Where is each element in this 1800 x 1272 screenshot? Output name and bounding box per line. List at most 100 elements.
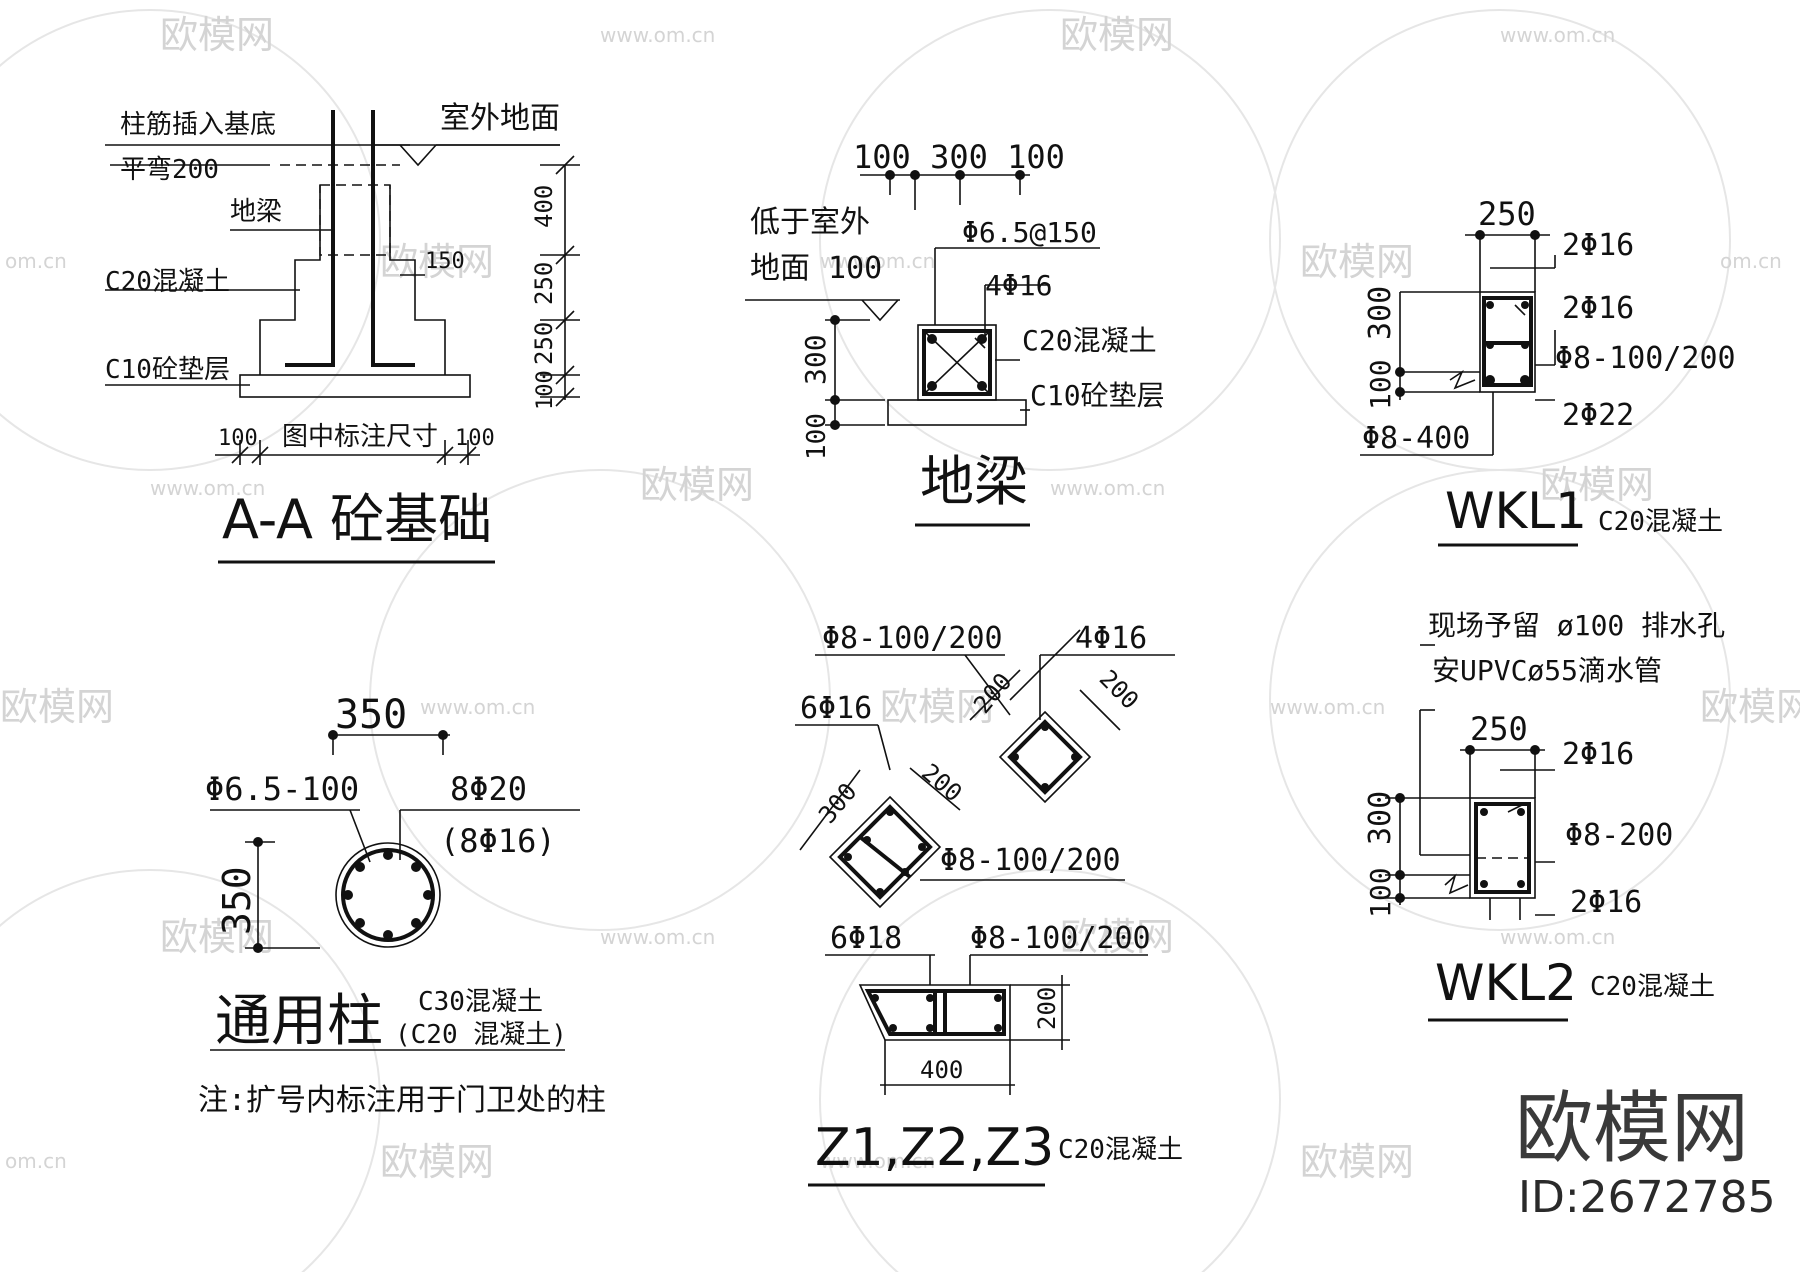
wkl1-stirrup: Φ8-100/200 xyxy=(1555,341,1736,376)
wkl1-bottom-rebar: 2Φ22 xyxy=(1562,398,1634,433)
watermark-url: www.om.cn xyxy=(820,249,935,273)
watermark-url: www.om.cn xyxy=(820,1149,935,1173)
watermark-brand: 欧模网 xyxy=(380,240,494,284)
ground-beam-dim-100: 100 xyxy=(802,413,832,460)
ground-beam-stirrup: Φ6.5@150 xyxy=(962,216,1097,249)
footing-outdoor-ground: 室外地面 xyxy=(440,101,560,136)
wkl2-stirrup: Φ8-200 xyxy=(1565,818,1673,853)
ground-beam-dim-300: 300 xyxy=(799,334,832,385)
footing-title: A-A 砼基础 xyxy=(222,488,492,551)
watermark-brand: 欧模网 xyxy=(1300,240,1414,284)
watermark-url: www.om.cn xyxy=(1270,695,1385,719)
wkl2-note-1: 现场予留 ø100 排水孔 xyxy=(1428,609,1725,642)
z-stirrup-b: Φ8-100/200 xyxy=(940,843,1121,878)
watermark-brand: 欧模网 xyxy=(1540,463,1654,507)
ground-beam-note-1: 低于室外 xyxy=(750,205,870,240)
watermark-url: www.om.cn xyxy=(1050,476,1165,500)
watermark-url: www.om.cn xyxy=(150,476,265,500)
wkl2-concrete: C20混凝土 xyxy=(1590,972,1715,1002)
footing-rebar-note-2: 平弯200 xyxy=(120,155,219,185)
watermark-brand: 欧模网 xyxy=(1060,915,1174,959)
z-stirrup-a: Φ8-100/200 xyxy=(822,621,1003,656)
z-dim-200d: 200 xyxy=(1033,987,1061,1030)
watermark-url: om.cn xyxy=(5,249,67,273)
z-stirrup-c: Φ8-100/200 xyxy=(970,921,1151,956)
watermark-url: www.om.cn xyxy=(1500,925,1615,949)
wkl1-top-rebar: 2Φ16 xyxy=(1562,228,1634,263)
column-stirrup: Φ6.5-100 xyxy=(205,770,359,808)
column-section xyxy=(210,730,580,1051)
ground-beam-concrete: C20混凝土 xyxy=(1022,324,1157,357)
wkl1-dim-width: 250 xyxy=(1478,195,1536,233)
ground-beam-dim-top: 100 300 100 xyxy=(853,138,1065,176)
footing-cushion-label: C10砼垫层 xyxy=(105,355,230,385)
wkl1-concrete: C20混凝土 xyxy=(1598,507,1723,537)
wkl2-dim-width: 250 xyxy=(1470,710,1528,748)
logo-brand: 欧模网 xyxy=(1515,1084,1749,1174)
watermark-url: www.om.cn xyxy=(420,695,535,719)
watermark-url: om.cn xyxy=(1720,249,1782,273)
watermark-url: www.om.cn xyxy=(600,23,715,47)
footing-dim-250a: 250 xyxy=(530,262,558,305)
watermark-url: www.om.cn xyxy=(1500,23,1615,47)
footing-beam-label: 地梁 xyxy=(230,197,282,227)
footing-dim-100-right: 100 xyxy=(455,426,495,451)
wkl1-title: WKL1 xyxy=(1445,482,1587,540)
z-rebar-b: 6Φ16 xyxy=(800,691,872,726)
footing-dim-100-left: 100 xyxy=(218,426,258,451)
ground-beam-title: 地梁 xyxy=(920,450,1028,513)
ground-beam-section xyxy=(745,170,1100,527)
wkl1-section xyxy=(1360,230,1578,547)
ground-beam-cushion: C10砼垫层 xyxy=(1030,379,1165,412)
column-concrete: C30混凝土 xyxy=(418,987,543,1017)
column-dim-height: 350 xyxy=(215,866,259,935)
watermark-brand: 欧模网 xyxy=(640,463,754,507)
z-columns-title: Z1,Z2,Z3 xyxy=(815,1118,1054,1178)
column-rebar: 8Φ20 xyxy=(450,770,527,808)
watermark-layer: 欧模网 www.om.cn 欧模网 www.om.cn om.cn 欧模网 ww… xyxy=(0,9,1800,1272)
wkl2-title: WKL2 xyxy=(1435,954,1577,1012)
column-rebar-alt: (8Φ16) xyxy=(440,822,556,860)
column-concrete-alt: (C20 混凝土) xyxy=(395,1020,567,1050)
watermark-brand: 欧模网 xyxy=(0,685,114,729)
wkl2-section xyxy=(1385,644,1568,1022)
wkl2-dim-100: 100 xyxy=(1364,867,1397,918)
wkl1-tie: Φ8-400 xyxy=(1362,421,1470,456)
footing-concrete-label: C20混凝土 xyxy=(105,267,230,297)
watermark-brand: 欧模网 xyxy=(1300,1140,1414,1184)
wkl1-dim-100: 100 xyxy=(1364,359,1397,410)
z-columns-section xyxy=(795,629,1175,1187)
watermark-brand: 欧模网 xyxy=(380,1140,494,1184)
watermark-brand: 欧模网 xyxy=(1700,685,1800,729)
wkl2-dim-300: 300 xyxy=(1363,791,1398,845)
footing-dim-note: 图中标注尺寸 xyxy=(282,422,438,452)
z-dim-300: 300 xyxy=(813,778,862,829)
footing-dim-400: 400 xyxy=(530,185,558,228)
footing-rebar-note-1: 柱筋插入基底 xyxy=(120,110,276,140)
ground-beam-note-2: 地面 100 xyxy=(750,251,882,286)
z-dim-200c: 200 xyxy=(916,758,967,807)
column-dim-width: 350 xyxy=(335,692,407,738)
z-rebar-c: 6Φ18 xyxy=(830,921,902,956)
wkl2-bottom-rebar: 2Φ16 xyxy=(1570,885,1642,920)
footing-dim-150: 150 xyxy=(425,249,465,274)
footing-section xyxy=(105,110,580,564)
wkl2-top-rebar: 2Φ16 xyxy=(1562,737,1634,772)
z-rebar-a: 4Φ16 xyxy=(1075,621,1147,656)
z-dim-400: 400 xyxy=(920,1056,963,1084)
z-columns-concrete: C20混凝土 xyxy=(1058,1135,1183,1165)
z-dim-200b: 200 xyxy=(1094,664,1144,714)
wkl1-mid-rebar: 2Φ16 xyxy=(1562,291,1634,326)
wkl1-dim-300: 300 xyxy=(1363,286,1398,340)
watermark-brand: 欧模网 xyxy=(160,13,274,57)
footing-dim-250b: 250 xyxy=(530,322,558,365)
footing-dim-100: 100 xyxy=(533,370,558,410)
wkl2-note-2: 安UPVCø55滴水管 xyxy=(1432,654,1662,687)
watermark-brand: 欧模网 xyxy=(1060,13,1174,57)
watermark-url: om.cn xyxy=(5,1149,67,1173)
watermark-url: www.om.cn xyxy=(600,925,715,949)
ground-beam-rebar: 4Φ16 xyxy=(985,269,1052,302)
column-note: 注:扩号内标注用于门卫处的柱 xyxy=(198,1083,606,1118)
column-title: 通用柱 xyxy=(215,989,383,1054)
